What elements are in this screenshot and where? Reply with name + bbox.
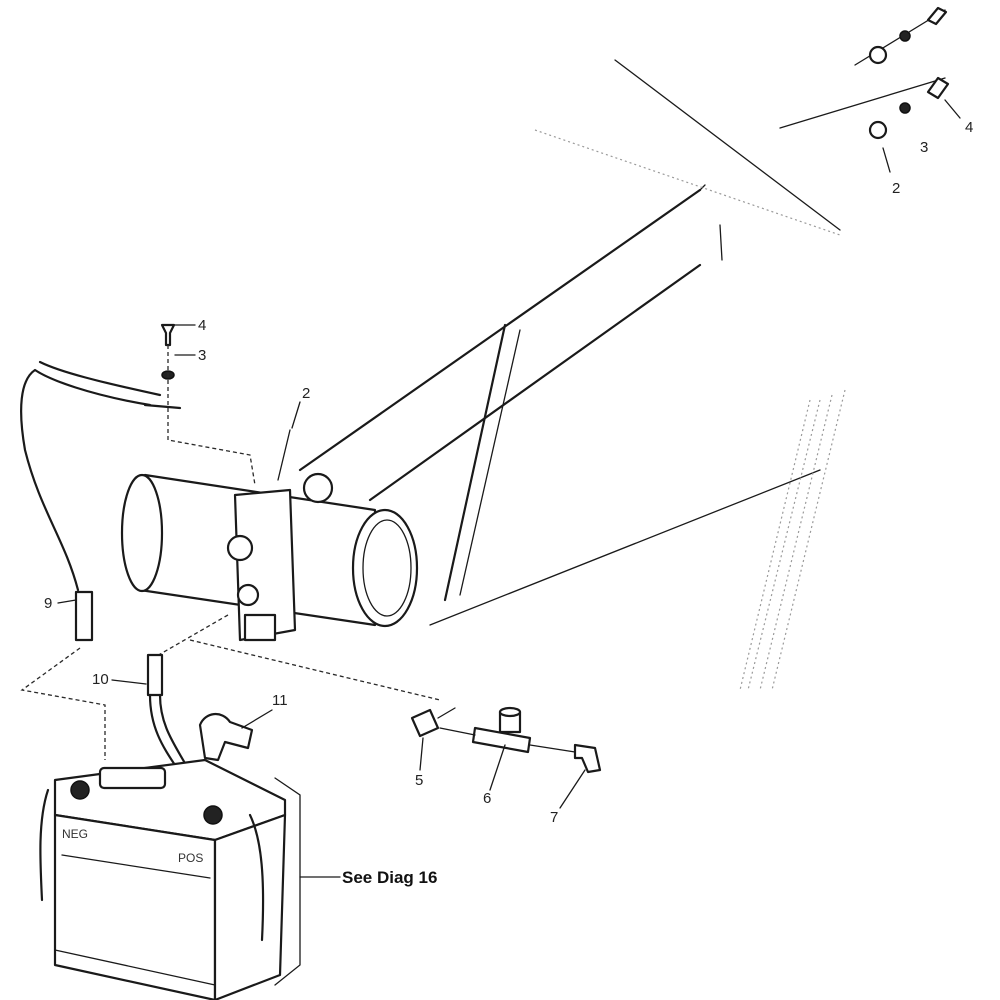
screw-top-lower xyxy=(926,76,950,100)
battery-case xyxy=(53,813,217,1000)
battery-pos-terminal xyxy=(203,805,223,825)
battery-neg-terminal xyxy=(70,780,90,800)
battery-hold-down-right xyxy=(248,813,265,942)
fitting-5 xyxy=(410,708,440,738)
battery-hold-down-left xyxy=(39,788,50,902)
washer-top-upper xyxy=(868,45,888,65)
reservoir-fill-cap xyxy=(302,472,334,504)
callout-left-3: 3 xyxy=(198,347,206,364)
fittings-5-6-7: 5 6 7 xyxy=(410,706,602,826)
hose-9: 9 xyxy=(20,360,162,642)
fitting-11: 11 xyxy=(198,692,288,762)
callout-top-4: 4 xyxy=(965,119,973,136)
left-hardware-stack: 4 3 xyxy=(143,317,256,486)
callout-10: 10 xyxy=(92,671,109,688)
battery: NEG POS xyxy=(39,758,287,1000)
pump-port xyxy=(236,583,260,607)
see-diag-16-label: See Diag 16 xyxy=(342,868,437,887)
screw-left xyxy=(160,323,176,347)
callout-top-2: 2 xyxy=(892,180,900,197)
washer-top-lower xyxy=(868,120,888,140)
battery-neg-label: NEG xyxy=(62,827,88,841)
callout-top-3: 3 xyxy=(920,139,928,156)
battery-pos-label: POS xyxy=(178,851,203,865)
motor-end-cap-left xyxy=(120,473,164,593)
top-hardware-assembly: 2 3 4 xyxy=(779,6,973,197)
see-diag-reference: See Diag 16 xyxy=(274,777,437,986)
callout-5: 5 xyxy=(415,772,423,789)
callout-6: 6 xyxy=(483,790,491,807)
callout-9: 9 xyxy=(44,595,52,612)
fitting-7-elbow xyxy=(573,743,602,774)
callout-pump-2: 2 xyxy=(302,385,310,402)
hydraulic-pump-motor: 2 xyxy=(120,385,419,642)
nut-top-lower xyxy=(899,102,911,114)
fitting-6-tee xyxy=(471,726,532,754)
callout-11: 11 xyxy=(272,692,288,709)
callout-left-4: 4 xyxy=(198,317,206,334)
reservoir-end-cap xyxy=(351,508,419,628)
leader-lines xyxy=(20,614,441,760)
boom-frame xyxy=(298,59,846,691)
callout-7: 7 xyxy=(550,809,558,826)
nut-top-upper xyxy=(899,30,911,42)
valve-knob xyxy=(226,534,254,562)
pump-base xyxy=(243,613,277,642)
screw-top-upper xyxy=(926,6,948,26)
